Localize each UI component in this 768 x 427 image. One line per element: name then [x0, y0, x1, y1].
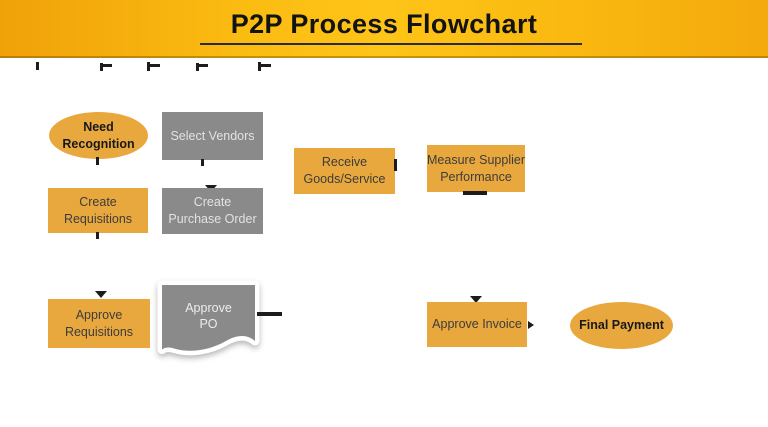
- node-label: Create: [79, 194, 117, 209]
- node-label: Approve Invoice: [432, 317, 522, 331]
- arrow-fragment: [257, 312, 282, 316]
- node-measure-supplier-performance: Measure Supplier Performance: [427, 145, 525, 192]
- arrow-fragment: [196, 63, 199, 71]
- node-label: Goods/Service: [303, 172, 386, 186]
- node-receive-goods-service: Receive Goods/Service: [294, 148, 395, 194]
- node-final-payment: Final Payment: [570, 302, 673, 349]
- node-select-vendors: Select Vendors: [162, 112, 263, 160]
- document-shape: [157, 280, 260, 356]
- node-label: Requisitions: [64, 324, 134, 339]
- node-label: Approve: [185, 301, 232, 315]
- arrow-fragment: [147, 64, 160, 67]
- arrow-fragment: [258, 64, 271, 67]
- node-label: Performance: [440, 169, 512, 184]
- arrowhead-icon: [528, 321, 534, 329]
- node-create-requisitions: Create Requisitions: [48, 188, 148, 233]
- node-label: Create: [193, 195, 232, 209]
- node-label: Need: [83, 119, 114, 134]
- arrow-fragment: [96, 232, 99, 239]
- node-label: Select Vendors: [170, 128, 255, 143]
- page-title: P2P Process Flowchart: [230, 9, 538, 39]
- node-label: Receive: [321, 155, 368, 169]
- node-approve-requisitions: Approve Requisitions: [48, 299, 150, 348]
- arrowhead-icon: [470, 296, 482, 303]
- node-label: Approve: [75, 307, 123, 322]
- node-label: Measure Supplier: [427, 152, 525, 167]
- arrow-fragment: [201, 159, 204, 166]
- node-approve-po: Approve PO: [162, 292, 255, 340]
- arrow-fragment: [394, 159, 397, 171]
- arrow-fragment: [100, 64, 112, 67]
- arrowhead-icon: [95, 291, 107, 298]
- arrow-fragment: [100, 63, 103, 71]
- node-label: Recognition: [62, 136, 135, 151]
- arrow-fragment: [463, 191, 487, 195]
- node-label: Requisitions: [63, 211, 133, 226]
- node-need-recognition: Need Recognition: [49, 112, 148, 159]
- node-label: Final Payment: [579, 318, 664, 332]
- header-banner: P2P Process Flowchart: [0, 0, 768, 58]
- node-create-purchase-order: Create Purchase Order: [162, 188, 263, 234]
- arrow-fragment: [36, 62, 39, 70]
- arrow-fragment: [96, 157, 99, 165]
- node-label: PO: [199, 317, 218, 331]
- title-underline: [200, 43, 582, 45]
- arrow-fragment: [196, 64, 208, 67]
- node-label: Purchase Order: [168, 212, 257, 226]
- node-approve-invoice: Approve Invoice: [427, 302, 527, 347]
